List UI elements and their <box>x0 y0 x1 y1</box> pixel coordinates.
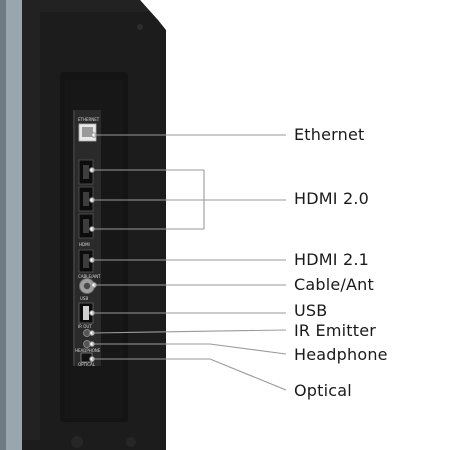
leader-line-headphone <box>92 343 287 355</box>
label-ir-emitter: IR Emitter <box>294 321 377 340</box>
panel-mark-cable: CABLE/ANT <box>78 274 101 279</box>
panel-mark-hdmi: HDMI <box>79 242 90 247</box>
hdmi-port-1-pins <box>83 165 89 179</box>
label-hdmi-2-0: HDMI 2.0 <box>294 189 370 208</box>
panel-mark-ethernet: ETHERNET <box>78 117 100 122</box>
hdmi-port-2-pins <box>83 192 89 206</box>
leader-line-ir <box>91 329 287 334</box>
label-headphone: Headphone <box>294 345 388 364</box>
panel-mark-usb: USB <box>80 296 88 301</box>
usb-port-tongue <box>83 306 89 320</box>
leader-line-optical <box>92 358 287 391</box>
tv-rear-shell-highlight <box>22 0 150 440</box>
hdmi-21-port-pins <box>83 254 89 268</box>
panel-mark-headphone: HEADPHONE <box>75 348 101 353</box>
label-hdmi-2-1: HDMI 2.1 <box>294 250 370 269</box>
panel-plate-edge <box>73 110 75 366</box>
ethernet-port-socket <box>82 127 93 137</box>
label-usb: USB <box>294 301 328 320</box>
panel-mark-optical: OPTICAL <box>78 362 96 367</box>
label-optical: Optical <box>294 381 352 400</box>
screw-bottom-right <box>126 437 136 447</box>
connector-panel: ETHERNET HDMI CABLE/ANT USB IR OUT HEADP… <box>73 110 101 367</box>
tv-bezel-shadow <box>0 0 6 450</box>
hdmi-port-3-pins <box>83 219 89 233</box>
coax-port-core <box>83 282 91 290</box>
screw-top <box>137 24 143 30</box>
panel-mark-ir: IR OUT <box>78 324 92 329</box>
label-ethernet: Ethernet <box>294 125 365 144</box>
label-cable-ant: Cable/Ant <box>294 275 374 294</box>
screw-bottom <box>71 436 83 448</box>
leader-lines <box>89 132 287 391</box>
